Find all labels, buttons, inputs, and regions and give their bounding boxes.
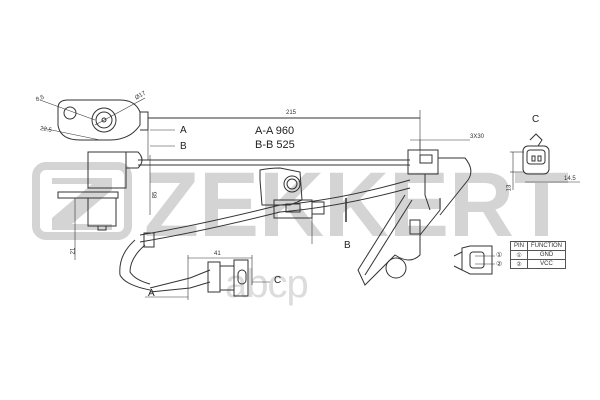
- section-label-b-top: B: [180, 141, 187, 152]
- section-label-b-mid: B: [344, 240, 351, 251]
- section-label-c-bottom: C: [274, 275, 282, 286]
- pin-cell: ①: [509, 250, 529, 260]
- function-cell: VCC: [527, 259, 567, 269]
- dim-connector-13: 13: [506, 184, 513, 192]
- dim-clip-3x30: 3X30: [470, 134, 485, 140]
- length-callout: A-A 960 B-B 525: [255, 124, 295, 152]
- length-b-b: B-B 525: [255, 139, 295, 151]
- section-label-a-top: A: [180, 125, 187, 136]
- pin-table-row: ① GND: [509, 250, 567, 260]
- pin-cell: ②: [509, 259, 529, 269]
- pin-function-table: PIN FUNCTION ① GND ② VCC: [509, 241, 567, 269]
- dim-connector-41: 41: [214, 251, 221, 257]
- function-cell: GND: [527, 250, 567, 260]
- function-header: FUNCTION: [527, 241, 567, 251]
- dim-connector-14-5: 14.5: [564, 176, 576, 182]
- pin-table-row: ② VCC: [509, 259, 567, 269]
- view-c-title: C: [532, 114, 540, 125]
- abcp-watermark: abcp: [225, 262, 309, 306]
- dim-height-85: 85: [152, 191, 159, 199]
- pin-marker-2: ②: [496, 261, 503, 268]
- pin-header: PIN: [509, 241, 529, 251]
- dim-height-21: 21: [70, 247, 77, 255]
- pin-marker-1: ①: [496, 252, 503, 259]
- length-a-a: A-A 960: [255, 125, 295, 137]
- dim-cable-length: 215: [286, 110, 297, 116]
- pin-table-header: PIN FUNCTION: [509, 241, 567, 251]
- section-label-a-bottom: A: [148, 288, 155, 299]
